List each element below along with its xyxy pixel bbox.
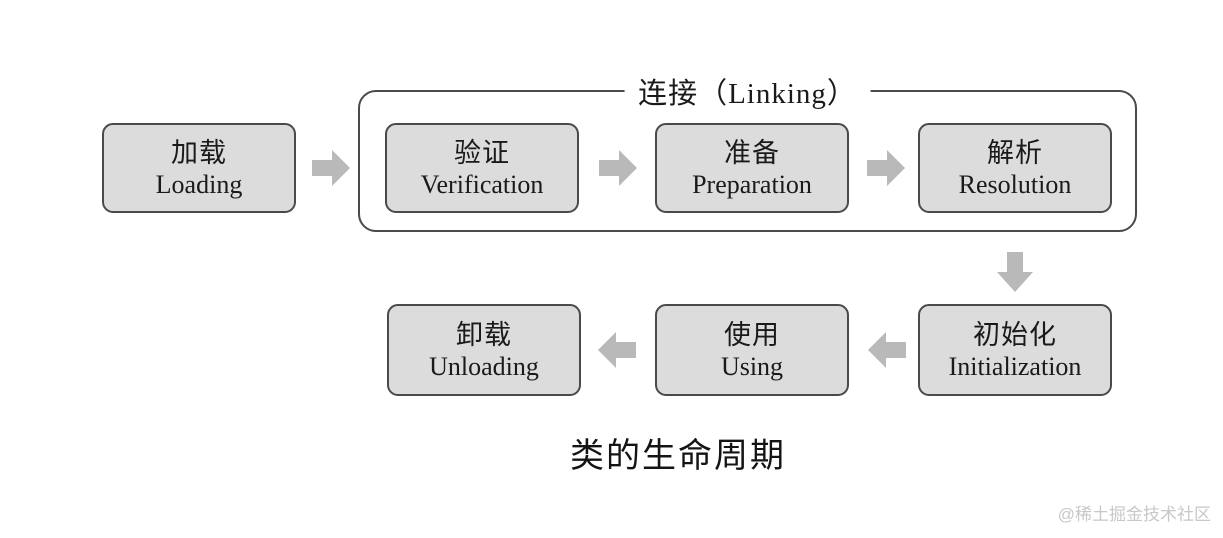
node-resolution: 解析 Resolution [918, 123, 1112, 213]
node-verification-en-label: Verification [420, 169, 544, 199]
node-preparation-en-label: Preparation [692, 169, 812, 199]
linking-group-label: 连接（Linking） [624, 70, 871, 112]
node-loading: 加载 Loading [102, 123, 296, 213]
node-using: 使用 Using [655, 304, 849, 396]
arrow-right-loading-to-verification-icon [312, 150, 350, 186]
node-initialization-en-label: Initialization [948, 351, 1082, 381]
node-loading-zh-label: 加载 [171, 137, 227, 168]
node-using-zh-label: 使用 [724, 319, 780, 350]
node-verification: 验证 Verification [385, 123, 579, 213]
arrow-left-initialization-to-using-icon [868, 332, 906, 368]
node-preparation: 准备 Preparation [655, 123, 849, 213]
node-verification-zh-label: 验证 [454, 137, 510, 168]
diagram-caption: 类的生命周期 [570, 438, 786, 475]
node-unloading-en-label: Unloading [429, 351, 539, 381]
arrow-left-using-to-unloading-icon [598, 332, 636, 368]
linking-group-frame: 连接（Linking） [358, 70, 1137, 232]
node-loading-en-label: Loading [155, 169, 243, 199]
watermark-text: @稀土掘金技术社区 [1057, 505, 1211, 524]
node-resolution-en-label: Resolution [958, 169, 1072, 199]
arrow-right-verification-to-preparation-icon [599, 150, 637, 186]
node-initialization-zh-label: 初始化 [973, 319, 1057, 350]
node-resolution-zh-label: 解析 [987, 137, 1043, 168]
node-using-en-label: Using [720, 351, 784, 381]
node-unloading: 卸载 Unloading [387, 304, 581, 396]
arrow-down-resolution-to-initialization-icon [997, 252, 1033, 292]
node-initialization: 初始化 Initialization [918, 304, 1112, 396]
node-unloading-zh-label: 卸载 [456, 319, 512, 350]
arrow-right-preparation-to-resolution-icon [867, 150, 905, 186]
node-preparation-zh-label: 准备 [724, 137, 780, 168]
